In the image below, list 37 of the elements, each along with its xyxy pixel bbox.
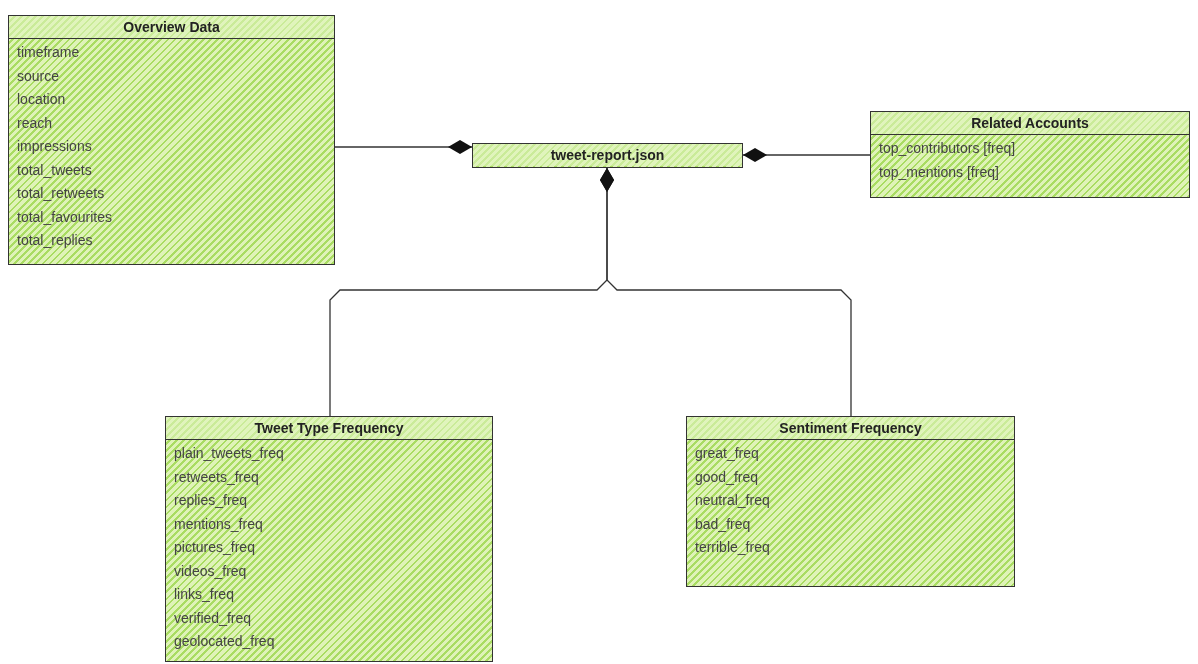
field-name: mentions_freq <box>173 514 264 534</box>
field-name: total_replies <box>16 231 94 250</box>
field-name: reach <box>16 113 54 133</box>
field-name: timeframe <box>16 43 81 62</box>
class-box <box>8 15 335 265</box>
field-name: great_freq <box>694 444 760 463</box>
field-name: location <box>16 90 67 109</box>
field-name: bad_freq <box>694 514 752 534</box>
field-name: top_mentions [freq] <box>878 162 1000 182</box>
field-name: total_tweets <box>16 160 93 180</box>
field-name: total_retweets <box>16 184 106 203</box>
composition-line <box>742 148 871 162</box>
field-name: plain_tweets_freq <box>173 444 285 463</box>
class-title: Overview Data <box>9 16 334 39</box>
field-name: replies_freq <box>173 491 249 510</box>
field-name: good_freq <box>694 467 760 487</box>
composition-line <box>334 140 473 154</box>
class-box <box>165 416 493 662</box>
field-name: videos_freq <box>173 561 248 581</box>
class-title: tweet-report.json <box>473 144 742 166</box>
field-name: pictures_freq <box>173 538 256 557</box>
field-name: geolocated_freq <box>173 632 276 651</box>
class-title: Sentiment Frequency <box>687 417 1014 440</box>
field-name: total_favourites <box>16 207 113 227</box>
field-name: impressions <box>16 137 93 156</box>
field-name: source <box>16 66 61 86</box>
class-title: Related Accounts <box>871 112 1189 135</box>
composition-line <box>600 167 852 417</box>
field-name: neutral_freq <box>694 491 771 510</box>
field-name: terrible_freq <box>694 538 771 557</box>
field-name: verified_freq <box>173 608 253 628</box>
class-box <box>870 111 1190 198</box>
field-name: top_contributors [freq] <box>878 139 1017 158</box>
field-name: links_freq <box>173 585 235 604</box>
field-name: retweets_freq <box>173 467 260 487</box>
class-title: Tweet Type Frequency <box>166 417 492 440</box>
class-box <box>686 416 1015 587</box>
